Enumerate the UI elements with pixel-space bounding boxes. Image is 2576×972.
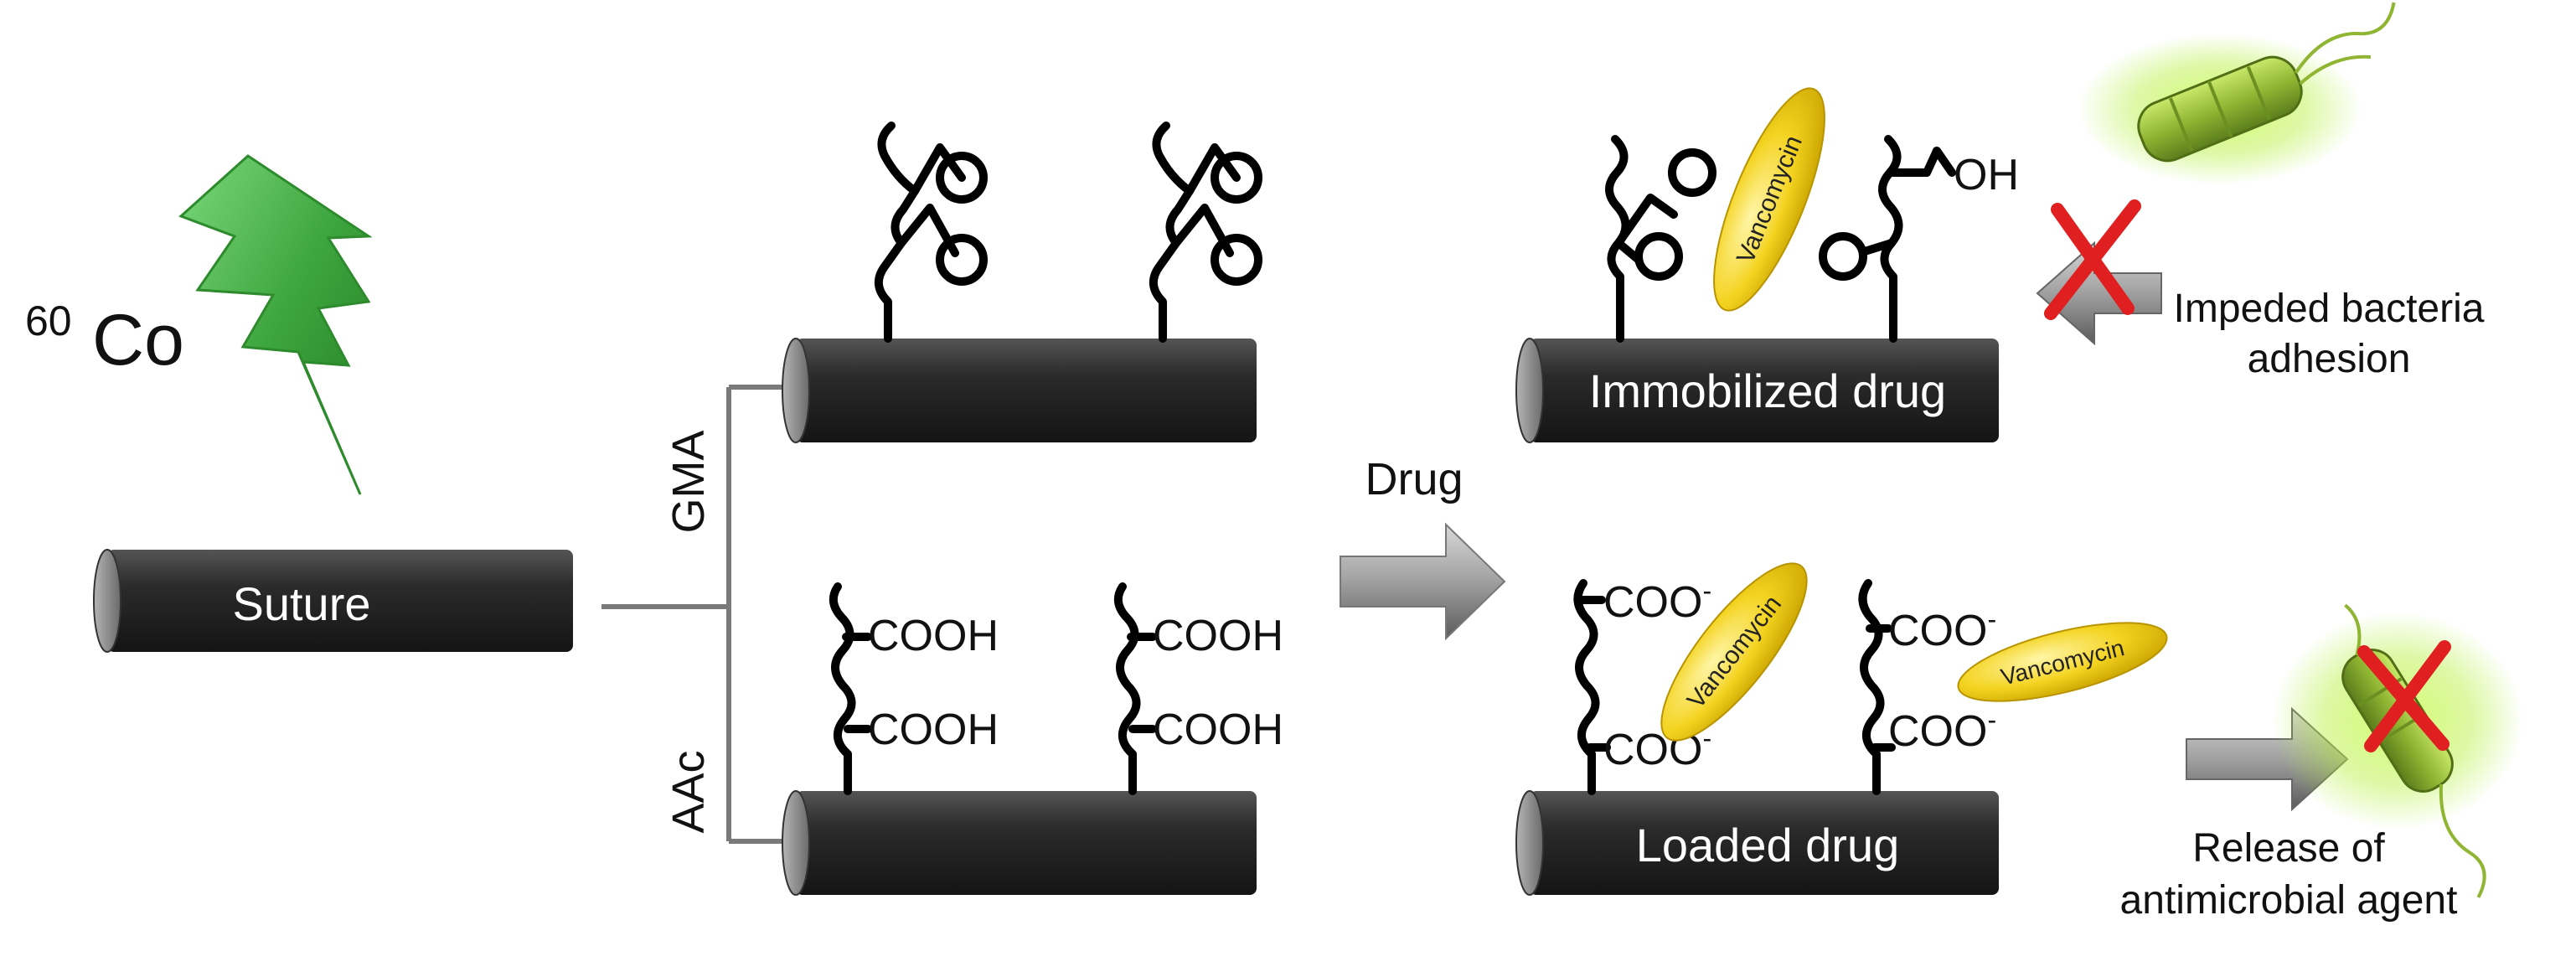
coo-label: COO- xyxy=(1888,604,1996,655)
red-x-icon xyxy=(2357,640,2451,752)
release-panel: Release of antimicrobial agent xyxy=(2120,603,2523,923)
coo-charge: - xyxy=(1987,705,1996,735)
rod-bacterium-icon xyxy=(2078,2,2396,184)
impeded-text-line2: adhesion xyxy=(2248,337,2411,381)
immobilized-drug-suture: Immobilized drug OH Vancomycin xyxy=(1515,87,2019,443)
aac-grafted-suture: COOH COOH COOH COOH xyxy=(782,582,1283,896)
vancomycin-molecule: Vancomycin xyxy=(1660,562,1808,742)
gma-chain xyxy=(1819,135,1956,343)
co-mass-number: 60 xyxy=(25,297,72,344)
immobilized-drug-label: Immobilized drug xyxy=(1589,364,1946,417)
cooh-label: COOH xyxy=(868,706,999,754)
impeded-adhesion-panel: Impeded bacteria adhesion xyxy=(2036,2,2485,381)
coo-text: COO xyxy=(1603,578,1702,627)
right-arrow-icon xyxy=(1340,522,1506,641)
gma-chain xyxy=(1605,135,1716,343)
aac-chain xyxy=(1113,582,1157,795)
cooh-label: COOH xyxy=(1153,706,1283,754)
gma-chain xyxy=(875,122,988,343)
radiation-source: 60 Co xyxy=(25,154,373,495)
release-text-line2: antimicrobial agent xyxy=(2120,878,2458,923)
lightning-bolt-icon xyxy=(178,154,373,495)
vancomycin-molecule: Vancomycin xyxy=(1957,622,2168,702)
coo-label: COO- xyxy=(1888,705,1996,756)
loaded-drug-suture: Loaded drug COO- COO- COO- COO- Vancomyc… xyxy=(1515,562,2168,896)
gma-grafted-suture xyxy=(782,122,1262,443)
gma-chain xyxy=(1149,122,1262,343)
cooh-label: COOH xyxy=(868,612,999,660)
coo-text: COO xyxy=(1888,707,1987,756)
coo-label: COO- xyxy=(1603,576,1711,627)
coo-charge: - xyxy=(1702,576,1711,606)
aac-label: AAc xyxy=(663,750,714,833)
coo-charge: - xyxy=(1987,604,1996,634)
coo-text: COO xyxy=(1888,607,1987,655)
suture-rod: Suture xyxy=(93,549,573,653)
impeded-text-line1: Impeded bacteria xyxy=(2174,287,2485,331)
vancomycin-molecule: Vancomycin xyxy=(1713,87,1825,312)
aac-chain xyxy=(1858,579,1896,795)
release-text-line1: Release of xyxy=(2192,826,2385,871)
oh-label: OH xyxy=(1954,151,2019,199)
aac-chain xyxy=(1573,579,1611,795)
suture-label: Suture xyxy=(233,577,371,630)
cooh-label: COOH xyxy=(1153,612,1283,660)
co-symbol: Co xyxy=(92,300,184,380)
drug-step: Drug xyxy=(1340,454,1506,641)
aac-chain xyxy=(829,582,872,795)
drug-label: Drug xyxy=(1365,454,1463,504)
loaded-drug-label: Loaded drug xyxy=(1636,819,1900,871)
coo-charge: - xyxy=(1702,723,1711,753)
red-x-icon xyxy=(2044,199,2141,320)
gma-label: GMA xyxy=(663,430,714,533)
